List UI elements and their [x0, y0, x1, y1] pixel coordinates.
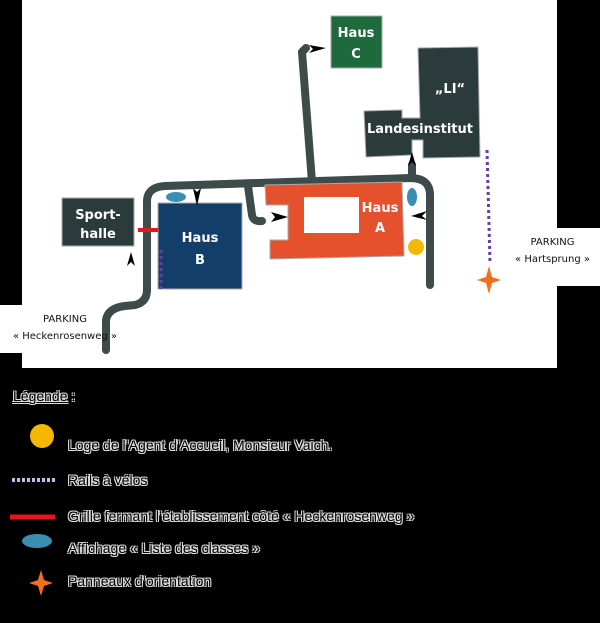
- legend-item-gate: Grille fermant l’établissement côté « He…: [68, 508, 415, 524]
- parking-hartsprung: PARKING « Hartsprung »: [505, 234, 600, 268]
- svg-text:B: B: [195, 253, 205, 268]
- legend-item-orientation: Panneaux d’orientation: [68, 573, 212, 589]
- class-list-legend-icon: [22, 534, 52, 548]
- parking-label: PARKING: [43, 314, 87, 325]
- haus-c: Haus C: [330, 15, 383, 69]
- parking-heckenrosenweg: PARKING « Heckenrosenweg »: [0, 311, 130, 345]
- svg-text:Haus: Haus: [362, 201, 399, 216]
- left-parking-box: [0, 305, 140, 353]
- landesinstitut: „LI“ Landesinstitut: [363, 46, 481, 159]
- orientation-sign-icon: [477, 266, 501, 294]
- right-parking-box: [505, 228, 600, 286]
- svg-text:„LI“: „LI“: [435, 82, 465, 97]
- legend-item-class-list: Affichage « Liste des classes »: [68, 540, 260, 556]
- svg-text:halle: halle: [80, 227, 116, 242]
- haus-a: Haus A: [264, 181, 405, 260]
- roads: [102, 44, 434, 354]
- orientation-legend-icon: [29, 570, 53, 596]
- svg-text:Haus: Haus: [338, 26, 375, 41]
- svg-text:Sport-: Sport-: [75, 208, 121, 223]
- haus-b: Haus B: [157, 202, 243, 290]
- svg-text:Haus: Haus: [182, 231, 219, 246]
- svg-text:A: A: [375, 221, 385, 236]
- parking-label: PARKING: [530, 237, 575, 248]
- sporthalle: Sport- halle: [61, 197, 135, 247]
- loge-legend-icon: [30, 424, 54, 448]
- parking-name: « Heckenrosenweg »: [12, 331, 118, 342]
- parking-name: « Hartsprung »: [515, 254, 590, 265]
- class-list-sign-2: [407, 188, 417, 206]
- legend-item-bike-rails: Rails à vélos: [68, 472, 148, 488]
- bike-rail-right: [485, 149, 492, 263]
- svg-text:C: C: [351, 47, 361, 62]
- class-list-sign-1: [166, 192, 186, 202]
- svg-text:Landesinstitut: Landesinstitut: [367, 122, 473, 137]
- loge-marker: [408, 239, 424, 255]
- legend-item-loge: Loge de l’Agent d’Accueil, Monsieur Vaic…: [68, 437, 333, 453]
- legend-title: Légende :: [13, 388, 76, 404]
- arrows: [127, 45, 427, 266]
